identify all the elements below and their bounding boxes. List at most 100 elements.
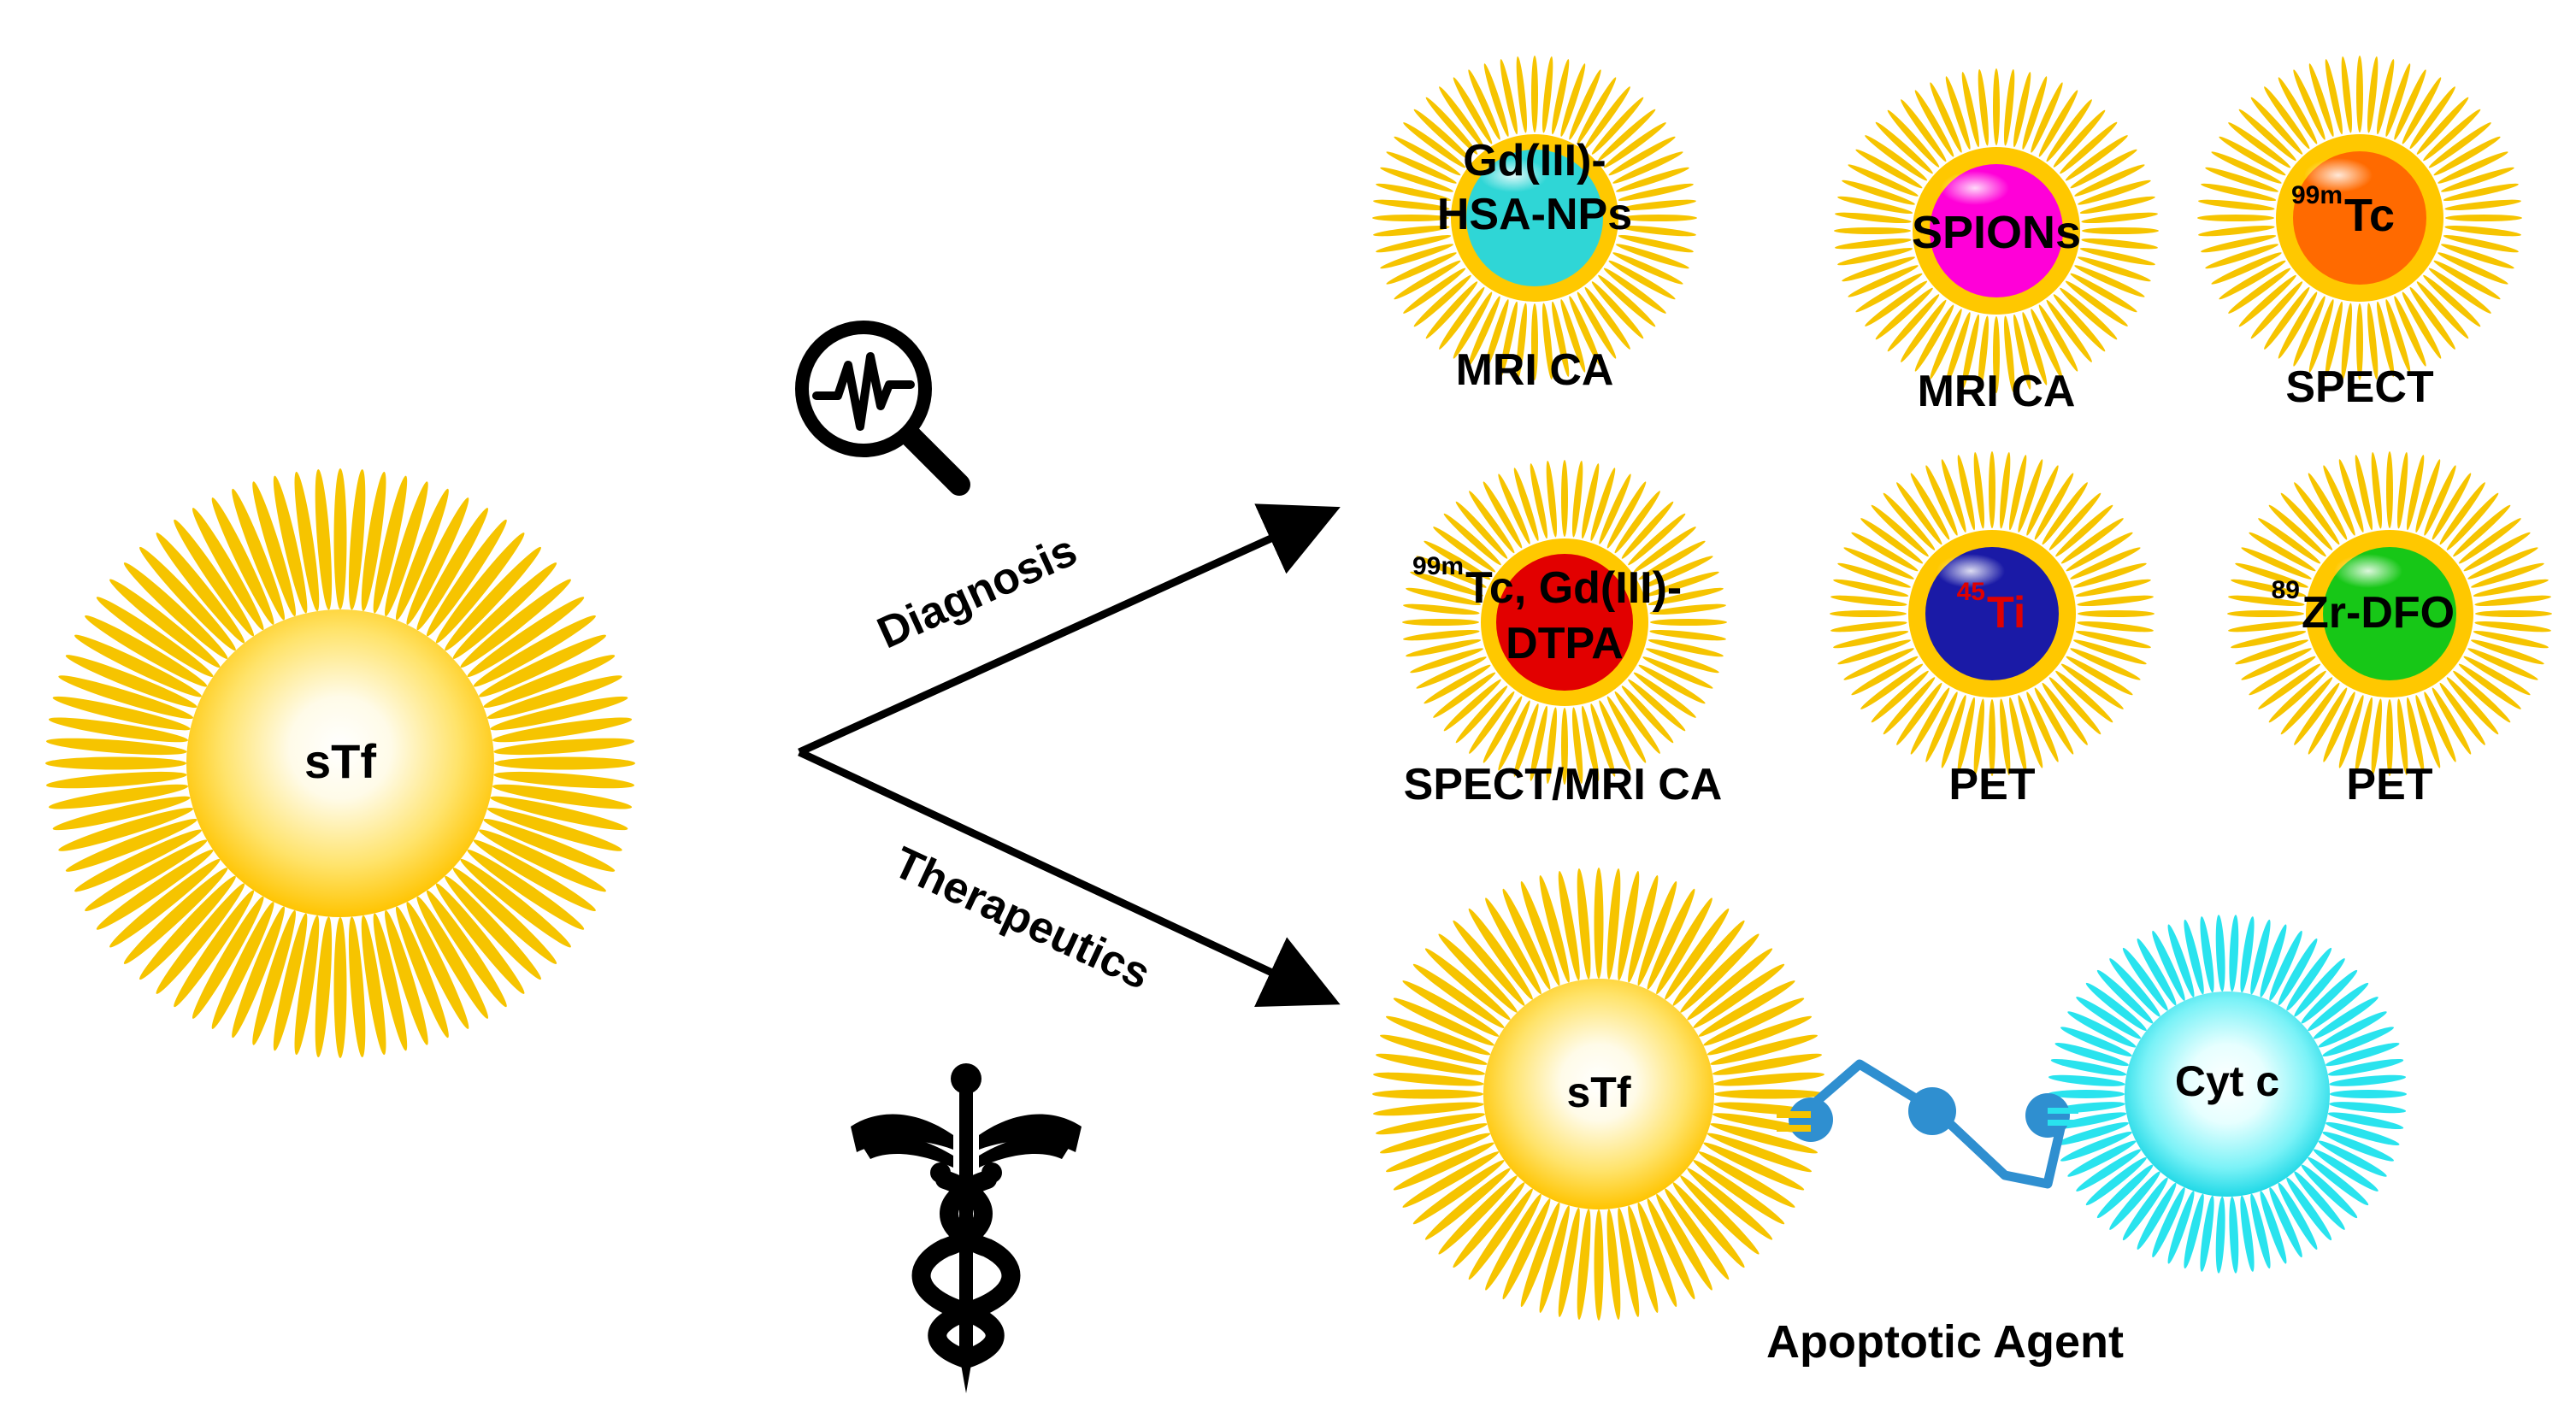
ray: [2308, 63, 2334, 137]
ray: [1380, 167, 1453, 192]
ray: [490, 796, 628, 831]
ray: [2250, 97, 2303, 155]
ray: [1530, 705, 1547, 781]
therapy-conjugate: sTf Cyt c Apoptotic Agent: [1372, 868, 2407, 1368]
ray: [1628, 875, 1659, 983]
ray: [1406, 639, 1482, 657]
ray: [2286, 1177, 2332, 1241]
ray: [467, 849, 585, 930]
core-highlight: [2334, 554, 2402, 588]
ray: [2198, 225, 2275, 237]
ray: [1637, 880, 1677, 986]
ray: [45, 756, 186, 770]
ray: [2409, 286, 2455, 350]
ray: [2325, 301, 2343, 377]
ray: [2109, 1171, 2160, 1230]
ray: [45, 738, 187, 756]
ray: [1410, 648, 1483, 674]
ray: [479, 634, 606, 697]
ray: [109, 858, 221, 948]
ray: [232, 906, 286, 1039]
ray: [1638, 664, 1706, 704]
ray: [1989, 699, 1995, 776]
ray: [2402, 77, 2442, 144]
ray: [1372, 1089, 1483, 1099]
ray: [1386, 252, 1457, 285]
ray: [1649, 603, 1726, 615]
ray: [1619, 225, 1696, 237]
ray: [109, 579, 221, 668]
ray: [2048, 1090, 2125, 1098]
ray: [2341, 303, 2353, 380]
ray: [1599, 474, 1631, 544]
particle-gd-hsa: Gd(III)- HSA-NPs MRI CA: [1372, 56, 1697, 395]
particle-isotope-sup: 89: [2272, 576, 2300, 604]
ray: [1930, 309, 1962, 380]
ray: [139, 875, 236, 980]
ray: [2356, 303, 2363, 380]
ray: [2446, 492, 2499, 550]
ray: [1901, 299, 1947, 362]
ray: [2219, 136, 2286, 176]
ray: [2453, 504, 2511, 557]
ray: [1834, 227, 1911, 234]
particle-caption: MRI CA: [1456, 345, 1614, 395]
ray: [1376, 235, 1452, 253]
ray: [2386, 451, 2393, 528]
ray: [473, 615, 596, 687]
ray: [1373, 225, 1450, 237]
ray: [2205, 167, 2278, 192]
ray: [1621, 686, 1674, 744]
ray: [1424, 1168, 1511, 1240]
ray: [2268, 670, 2326, 723]
ray: [1394, 260, 1461, 300]
ray: [1896, 482, 1942, 545]
ray: [1425, 281, 1478, 339]
ray: [85, 839, 208, 912]
ray: [45, 771, 187, 789]
ray: [2428, 268, 2491, 314]
ray: [2432, 687, 2472, 755]
ray: [2294, 482, 2340, 545]
ray-ring: [2227, 451, 2552, 776]
ray: [406, 902, 469, 1029]
ray: [1469, 691, 1515, 754]
ray: [373, 475, 408, 614]
ray: [174, 519, 255, 637]
ray: [1941, 695, 1966, 768]
ray: [385, 909, 428, 1045]
ray: [1618, 1207, 1640, 1317]
ray: [2471, 639, 2544, 665]
ray: [1687, 948, 1773, 1021]
ray: [2022, 76, 2048, 150]
ray: [2201, 235, 2277, 253]
ray: [96, 849, 214, 930]
ray: [2122, 1177, 2168, 1241]
ray: [2258, 663, 2321, 709]
ray: [2152, 1187, 2185, 1258]
ray: [1707, 1015, 1813, 1056]
core-highlight: [1941, 171, 2009, 205]
ray: [2396, 452, 2408, 529]
ray: [2433, 260, 2501, 300]
ray: [2308, 687, 2348, 755]
particle-tc-gd-dtpa: 99m Tc, Gd(III)- DTPA SPECT/MRI CA: [1402, 460, 1727, 809]
ray: [1973, 452, 1985, 529]
ray: [2474, 595, 2551, 607]
ray: [1483, 299, 1509, 373]
ray: [2407, 455, 2425, 531]
ray: [1851, 656, 1919, 696]
ray: [2367, 303, 2379, 380]
ray: [48, 717, 189, 743]
ray: [1707, 1133, 1813, 1173]
particle-tc99m: 99m Tc SPECT: [2197, 56, 2522, 412]
ray: [2075, 631, 2151, 649]
ray: [373, 913, 408, 1051]
ray: [2018, 695, 2043, 768]
ray: [1372, 215, 1449, 221]
ray: [1698, 980, 1795, 1037]
ray: [1483, 63, 1509, 137]
ray: [2152, 930, 2185, 1001]
ray: [1914, 304, 1954, 372]
ray: [2055, 670, 2113, 723]
